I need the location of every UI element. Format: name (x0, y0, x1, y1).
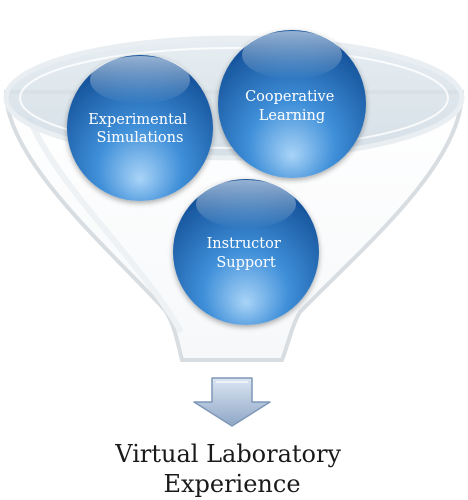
funnel-highlight (27, 117, 183, 333)
circle-label-experimental: Experimental Simulations (88, 112, 192, 146)
result-label: Virtual Laboratory Experience (114, 440, 348, 498)
circle-label-instructor: Instructor Support (207, 236, 286, 271)
circle-experimental-simulations (67, 55, 213, 201)
circle-cooperative-learning (218, 30, 366, 178)
circle-instructor-support (173, 179, 319, 325)
circle-label-cooperative: Cooperative Learning (245, 89, 339, 124)
down-arrow-icon (193, 377, 271, 427)
